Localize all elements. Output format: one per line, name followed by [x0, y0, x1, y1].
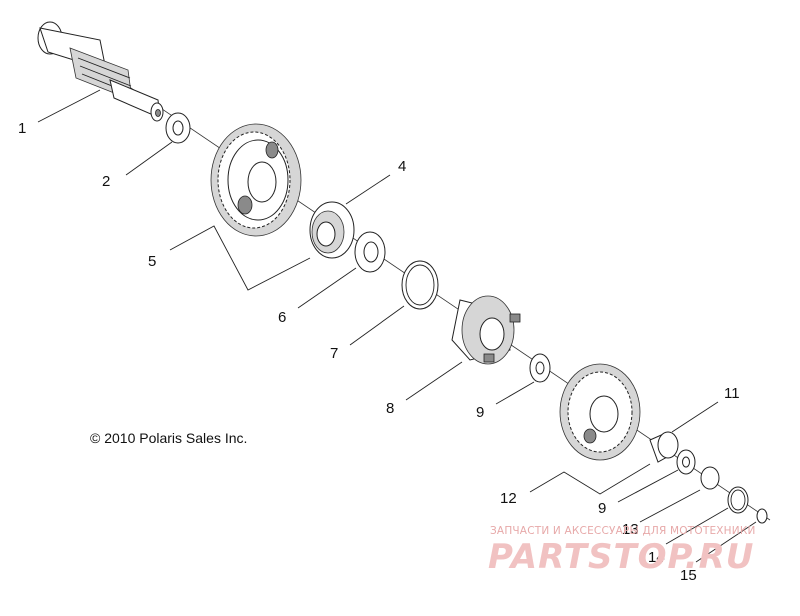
copyright-text: © 2010 Polaris Sales Inc.	[90, 430, 247, 446]
callout-13: 13	[622, 521, 639, 538]
callout-7: 7	[330, 345, 338, 362]
small-gear-part	[559, 363, 641, 461]
spacer-part	[354, 231, 386, 273]
washer-part	[165, 112, 191, 144]
callout-8: 8	[386, 400, 394, 417]
callout-14: 14	[648, 549, 665, 566]
watermark-brand: PARTSTOP.RU	[488, 537, 754, 577]
washer-9b-part	[676, 449, 696, 475]
callout-11: 11	[724, 385, 740, 402]
callout-2: 2	[102, 173, 110, 190]
callout-9b: 9	[598, 500, 606, 517]
snap-ring-part	[401, 260, 439, 310]
small-bushing-part	[700, 466, 720, 490]
callout-9a: 9	[476, 404, 484, 421]
washer-9-part	[529, 353, 551, 383]
callout-12: 12	[500, 490, 517, 507]
callout-1: 1	[18, 120, 26, 137]
callout-6: 6	[278, 309, 286, 326]
ring-14-part	[727, 486, 749, 514]
callout-5: 5	[148, 253, 156, 270]
leader-lines	[37, 89, 757, 563]
ring-15-part	[756, 508, 768, 524]
bearing-part	[309, 201, 355, 259]
callout-15: 15	[680, 567, 697, 584]
bushing-part	[649, 431, 679, 463]
hub-part	[451, 295, 521, 365]
shaft-part	[37, 21, 164, 122]
watermark-subtitle: ЗАПЧАСТИ И АКСЕССУАРЫ ДЛЯ МОТОТЕХНИКИ	[490, 525, 756, 537]
callout-4: 4	[398, 158, 406, 175]
large-gear-part	[210, 123, 302, 237]
